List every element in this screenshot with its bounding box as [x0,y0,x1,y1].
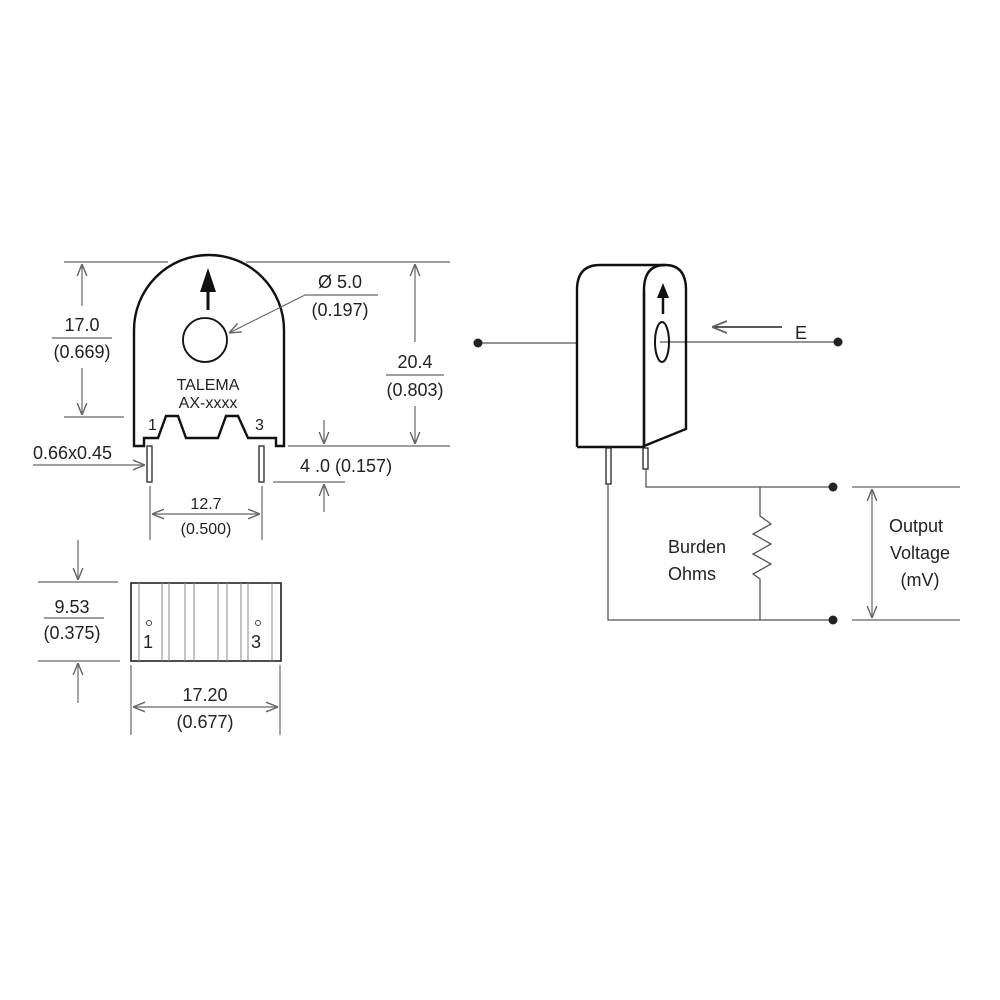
pin-3-label: 3 [255,417,264,434]
primary-terminal-right [833,337,843,347]
direction-arrow-icon [657,283,669,314]
output-terminal-bottom [828,615,838,625]
pin-spacing-in: (0.500) [181,521,232,538]
pin-size-dim: 0.66x0.45 [33,443,112,463]
front-view: TALEMA AX-xxxx 1 3 17.0 (0.669) Ø 5.0 (0… [33,253,450,540]
depth-dim-in: (0.375) [43,623,100,643]
sensor-3d-body [575,263,665,447]
total-height-in: (0.803) [386,380,443,400]
width-dim-mm: 17.20 [182,685,227,705]
bottom-pin-3-label: 3 [251,632,261,652]
output-label-3: (mV) [901,570,940,590]
current-label: E [795,323,807,343]
total-height-mm: 20.4 [397,352,432,372]
bottom-body-outline [130,582,282,662]
output-label-2: Voltage [890,543,950,563]
height-dim-in: (0.669) [53,342,110,362]
sensor-body-outline [132,253,286,448]
pin-3 [258,445,265,483]
output-label-1: Output [889,516,943,536]
depth-dim-mm: 9.53 [54,597,89,617]
bottom-view: 1 3 9.53 (0.375) 17.20 (0.677) [38,540,282,735]
hole-dia-mm: Ø 5.0 [318,272,362,292]
hole-dia-in: (0.197) [311,300,368,320]
burden-label-1: Burden [668,537,726,557]
through-hole [654,321,670,363]
primary-terminal-left [473,338,483,348]
model-label: AX-xxxx [179,395,238,412]
direction-arrow-icon [200,268,216,310]
pin-length-dim: 4 .0 (0.157) [300,456,392,476]
brand-label: TALEMA [177,377,240,394]
burden-resistor-icon [751,487,773,620]
pin-1 [146,445,153,483]
height-dim-mm: 17.0 [64,315,99,335]
pin-spacing-mm: 12.7 [190,496,221,513]
application-circuit: E Burden Ohms Output Voltage (mV) [473,263,960,625]
output-terminal-top [828,482,838,492]
width-dim-in: (0.677) [176,712,233,732]
pin-1-label: 1 [148,417,157,434]
bottom-pin-1-label: 1 [143,632,153,652]
burden-label-2: Ohms [668,564,716,584]
through-hole [182,317,228,363]
